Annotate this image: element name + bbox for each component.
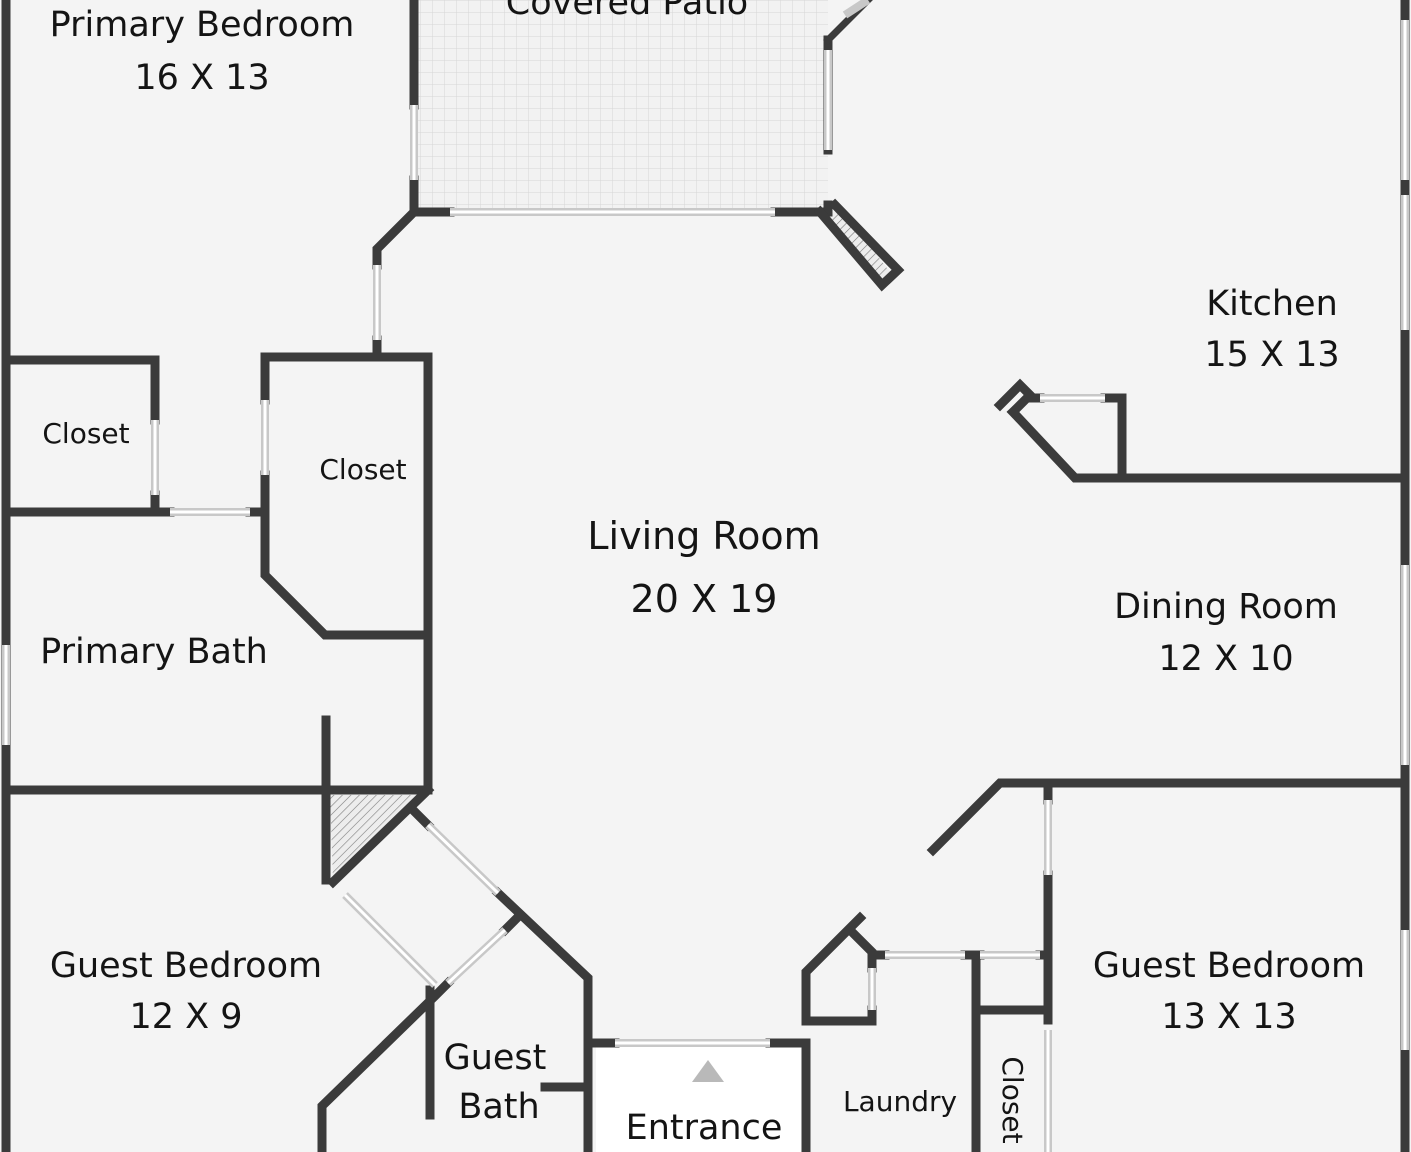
guest-bedroom-right-size: 13 X 13 bbox=[1161, 997, 1296, 1037]
entrance-label: Entrance bbox=[626, 1108, 783, 1148]
kitchen-size: 15 X 13 bbox=[1204, 335, 1339, 375]
primary-bath-label: Primary Bath bbox=[40, 632, 268, 672]
kitchen-label: Kitchen bbox=[1206, 284, 1338, 324]
laundry-label: Laundry bbox=[843, 1085, 957, 1118]
dining-room-label: Dining Room bbox=[1114, 587, 1338, 627]
covered-patio-floor bbox=[418, 0, 828, 212]
living-room-size: 20 X 19 bbox=[631, 577, 778, 621]
entrance-arrow-icon bbox=[692, 1060, 724, 1082]
guest-bedroom-left-size: 12 X 9 bbox=[129, 997, 242, 1037]
dining-room-size: 12 X 10 bbox=[1158, 639, 1293, 679]
covered-patio-label: Covered Patio bbox=[506, 0, 748, 23]
guest-bedroom-left-label: Guest Bedroom bbox=[50, 946, 322, 986]
guest-bath-label-line1: Guest bbox=[444, 1038, 547, 1078]
primary-bedroom-label: Primary Bedroom bbox=[50, 5, 355, 45]
primary-bedroom-size: 16 X 13 bbox=[134, 58, 269, 98]
living-room-label: Living Room bbox=[587, 514, 820, 558]
entrance-floor bbox=[596, 1045, 806, 1152]
closet-right-label: Closet bbox=[996, 1056, 1029, 1143]
closet-center-label: Closet bbox=[319, 453, 406, 486]
guest-bedroom-right-label: Guest Bedroom bbox=[1093, 946, 1365, 986]
guest-bath-label-line2: Bath bbox=[458, 1087, 539, 1127]
closet-left-label: Closet bbox=[42, 417, 129, 450]
